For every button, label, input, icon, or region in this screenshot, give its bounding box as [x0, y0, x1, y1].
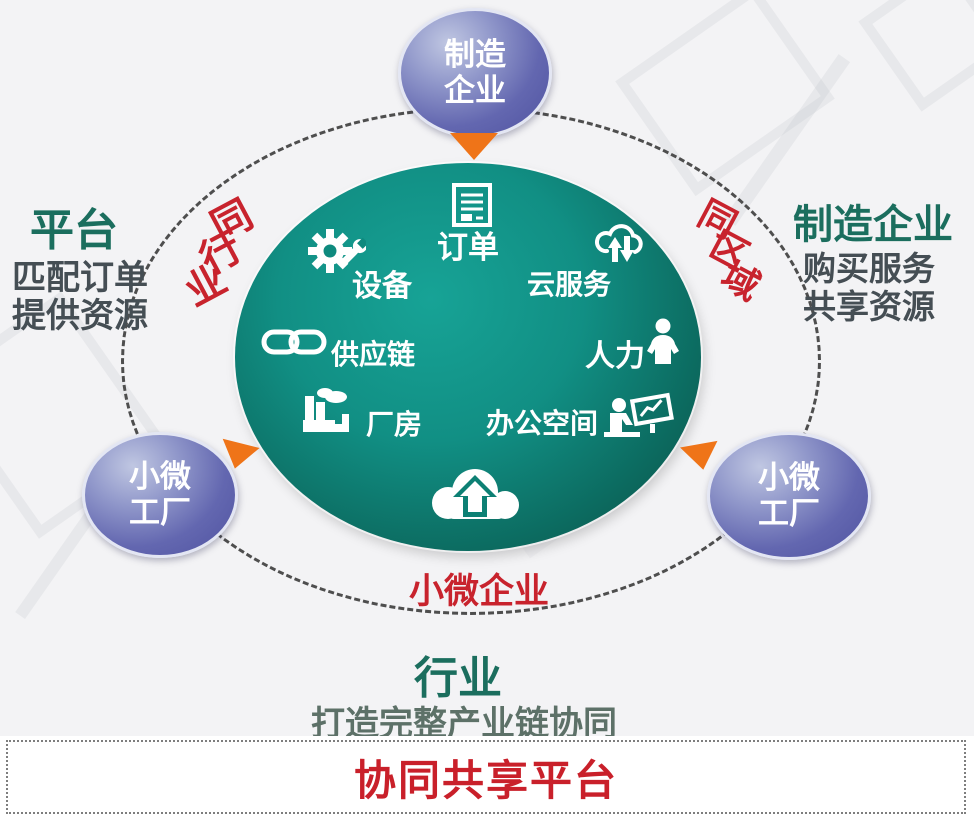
- node-label-line: 工厂: [758, 496, 820, 531]
- person-icon: [645, 318, 681, 364]
- workstation-icon: [602, 392, 674, 444]
- annotation-bottom-title: 行业: [414, 654, 502, 703]
- center-item-equipment-label: 设备: [352, 270, 412, 303]
- node-right-micro-factory: 小微 工厂: [707, 432, 871, 560]
- annotation-right-line: 共享资源: [803, 288, 935, 325]
- node-top-manufacturing-enterprise: 制造 企业: [398, 8, 552, 138]
- annotation-right-title: 制造企业: [793, 203, 953, 247]
- annotation-left-line: 匹配订单: [12, 259, 148, 297]
- node-label-line: 制造: [444, 37, 506, 73]
- cloud-upload-icon: [422, 466, 528, 520]
- ring-label-micro-enterprises: 小微企业: [409, 572, 550, 611]
- node-label-line: 小微: [129, 459, 191, 495]
- arrow-top-icon: [450, 133, 498, 160]
- center-item-factory-space-label: 厂房: [366, 409, 423, 440]
- node-label-line: 工厂: [129, 495, 191, 530]
- annotation-right-line: 购买服务: [803, 250, 935, 287]
- node-label-line: 小微: [758, 460, 820, 496]
- center-item-cloud-services-label: 云服务: [527, 269, 612, 300]
- order-document-icon: [451, 182, 493, 228]
- center-item-orders-label: 订单: [437, 230, 499, 265]
- watermark-shape: [858, 0, 974, 112]
- chain-link-icon: [261, 327, 327, 357]
- annotation-left-title: 平台: [30, 206, 118, 255]
- center-item-manpower-label: 人力: [585, 340, 645, 373]
- gear-wrench-icon: [308, 224, 369, 278]
- banner-title: 协同共享平台: [353, 756, 618, 804]
- annotation-left-line: 提供资源: [12, 297, 148, 335]
- cloud-sync-icon: [594, 222, 646, 266]
- center-item-supply-chain-label: 供应链: [331, 339, 416, 370]
- center-item-office-space-label: 办公空间: [486, 408, 599, 439]
- node-label-line: 企业: [444, 73, 506, 108]
- banner-collaborative-sharing-platform: 协同共享平台: [6, 740, 966, 814]
- factory-icon: [301, 384, 353, 434]
- node-left-micro-factory: 小微 工厂: [82, 432, 238, 558]
